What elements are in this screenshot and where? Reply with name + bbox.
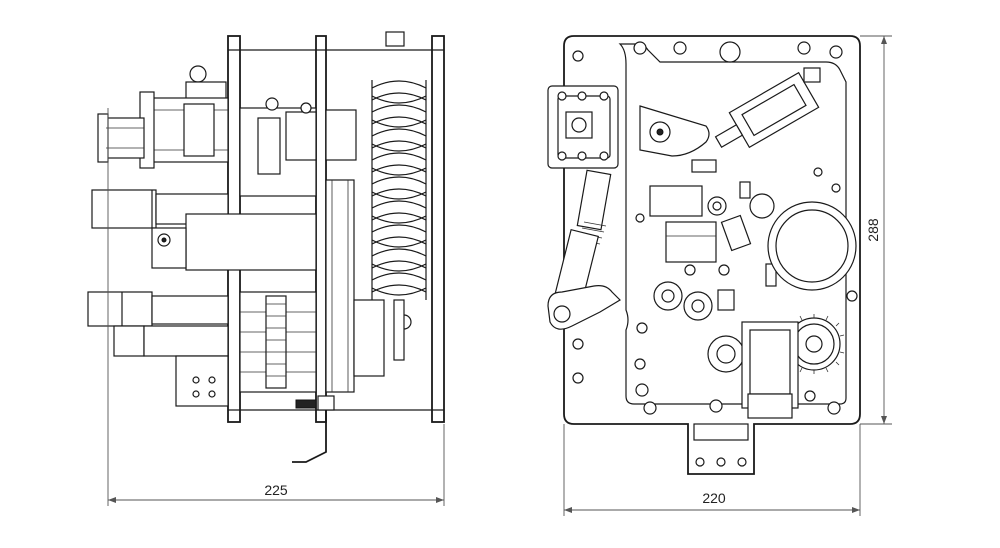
dimension-front-height	[860, 35, 892, 425]
lower-motor-block	[87, 291, 153, 327]
latch-block	[649, 185, 703, 217]
large-hole	[767, 201, 857, 291]
crank-handle	[292, 408, 327, 463]
closing-spring	[371, 80, 427, 361]
dimension-front-width	[563, 424, 861, 516]
inner-plate	[618, 43, 847, 405]
front-view: 220 288	[547, 35, 892, 516]
side-frame-plate-right	[431, 35, 445, 423]
base-plate	[563, 35, 861, 475]
knob-top	[189, 65, 207, 83]
motor-block	[91, 189, 157, 229]
side-view: 225	[87, 31, 445, 506]
side-width-label: 225	[264, 482, 288, 498]
central-mechanism	[665, 221, 717, 263]
central-housing	[185, 213, 317, 271]
side-frame-plate-middle	[315, 35, 327, 423]
front-height-label: 288	[865, 218, 881, 242]
trip-solenoid	[714, 71, 820, 149]
dimension-side-width	[107, 108, 445, 506]
shaft-column	[325, 179, 355, 393]
front-width-label: 220	[702, 490, 726, 506]
